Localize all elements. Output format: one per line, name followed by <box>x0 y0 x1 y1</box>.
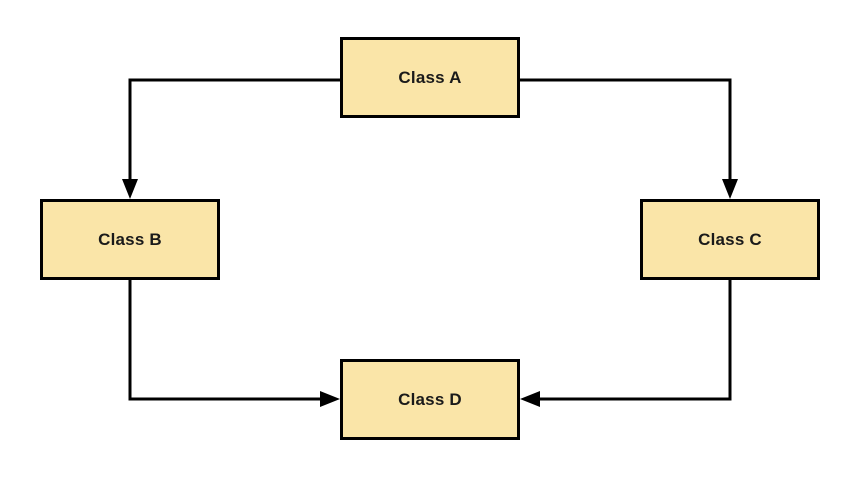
node-class-d-label: Class D <box>398 389 462 409</box>
node-class-b-label: Class B <box>98 229 162 249</box>
edge-b-to-d-line <box>128 280 327 401</box>
edge-a-to-c-arrowhead <box>722 179 738 199</box>
node-class-a[interactable]: Class A <box>340 37 520 118</box>
edge-b-to-d <box>128 280 340 407</box>
node-class-c-label: Class C <box>698 229 762 249</box>
node-class-c[interactable]: Class C <box>640 199 820 280</box>
edge-a-to-b-line <box>128 78 340 186</box>
node-class-a-label: Class A <box>398 67 462 87</box>
node-class-b[interactable]: Class B <box>40 199 220 280</box>
edge-c-to-d <box>520 280 732 407</box>
edge-a-to-c <box>520 78 738 199</box>
edge-b-to-d-arrowhead <box>320 391 340 407</box>
edge-a-to-b <box>122 78 340 199</box>
edge-c-to-d-arrowhead <box>520 391 540 407</box>
edge-a-to-c-line <box>520 78 732 186</box>
edge-c-to-d-line <box>533 280 732 401</box>
edge-a-to-b-arrowhead <box>122 179 138 199</box>
node-class-d[interactable]: Class D <box>340 359 520 440</box>
